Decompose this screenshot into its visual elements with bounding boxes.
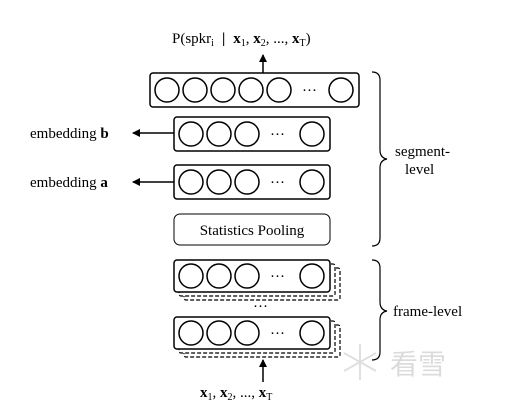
output-formula: P(spkri|x1, x2, ..., xT)	[172, 31, 311, 49]
snowflake-icon	[343, 344, 377, 380]
segment-level-brace	[371, 71, 388, 247]
neuron	[206, 121, 232, 147]
neuron	[238, 77, 264, 103]
neuron	[206, 320, 232, 346]
ellipsis: ···	[302, 83, 317, 99]
watermark-text: 看雪	[390, 348, 446, 381]
ellipsis: ···	[270, 127, 285, 143]
neuron	[234, 121, 260, 147]
softmax-layer: ···	[149, 72, 360, 108]
neuron	[178, 263, 204, 289]
neuron	[299, 121, 325, 147]
statistics-pooling-label: Statistics Pooling	[200, 223, 305, 239]
ellipsis: ···	[270, 269, 285, 285]
segment-level-label-line2: level	[405, 162, 434, 178]
ellipsis: ···	[270, 175, 285, 191]
neuron	[206, 169, 232, 195]
embedding-b-layer: ···	[173, 116, 331, 152]
neuron	[234, 320, 260, 346]
frame-layer-bottom-stack: ···	[173, 316, 341, 358]
statistics-pooling-box: Statistics Pooling	[173, 213, 331, 246]
neuron	[154, 77, 180, 103]
frame-layer-top-stack: ···	[173, 259, 341, 301]
neuron	[210, 77, 236, 103]
neuron	[299, 263, 325, 289]
neuron	[178, 320, 204, 346]
neuron	[234, 263, 260, 289]
ellipsis: ···	[270, 326, 285, 342]
neuron	[182, 77, 208, 103]
watermark: 看雪	[343, 344, 446, 381]
embedding-a-layer: ···	[173, 164, 331, 200]
neuron	[328, 77, 354, 103]
neuron	[266, 77, 292, 103]
neuron	[234, 169, 260, 195]
embedding-b-label: embedding b	[30, 126, 109, 142]
frame-level-label: frame-level	[393, 304, 462, 320]
segment-level-label-line1: segment-	[395, 144, 450, 160]
input-sequence: x1, x2, ..., xT	[200, 385, 272, 403]
layer-continuation-dots: ···	[253, 299, 268, 315]
embedding-a-label: embedding a	[30, 175, 108, 191]
neuron	[178, 121, 204, 147]
neuron	[299, 169, 325, 195]
frame-level-brace	[371, 259, 388, 361]
neuron	[178, 169, 204, 195]
neuron	[206, 263, 232, 289]
neuron	[299, 320, 325, 346]
